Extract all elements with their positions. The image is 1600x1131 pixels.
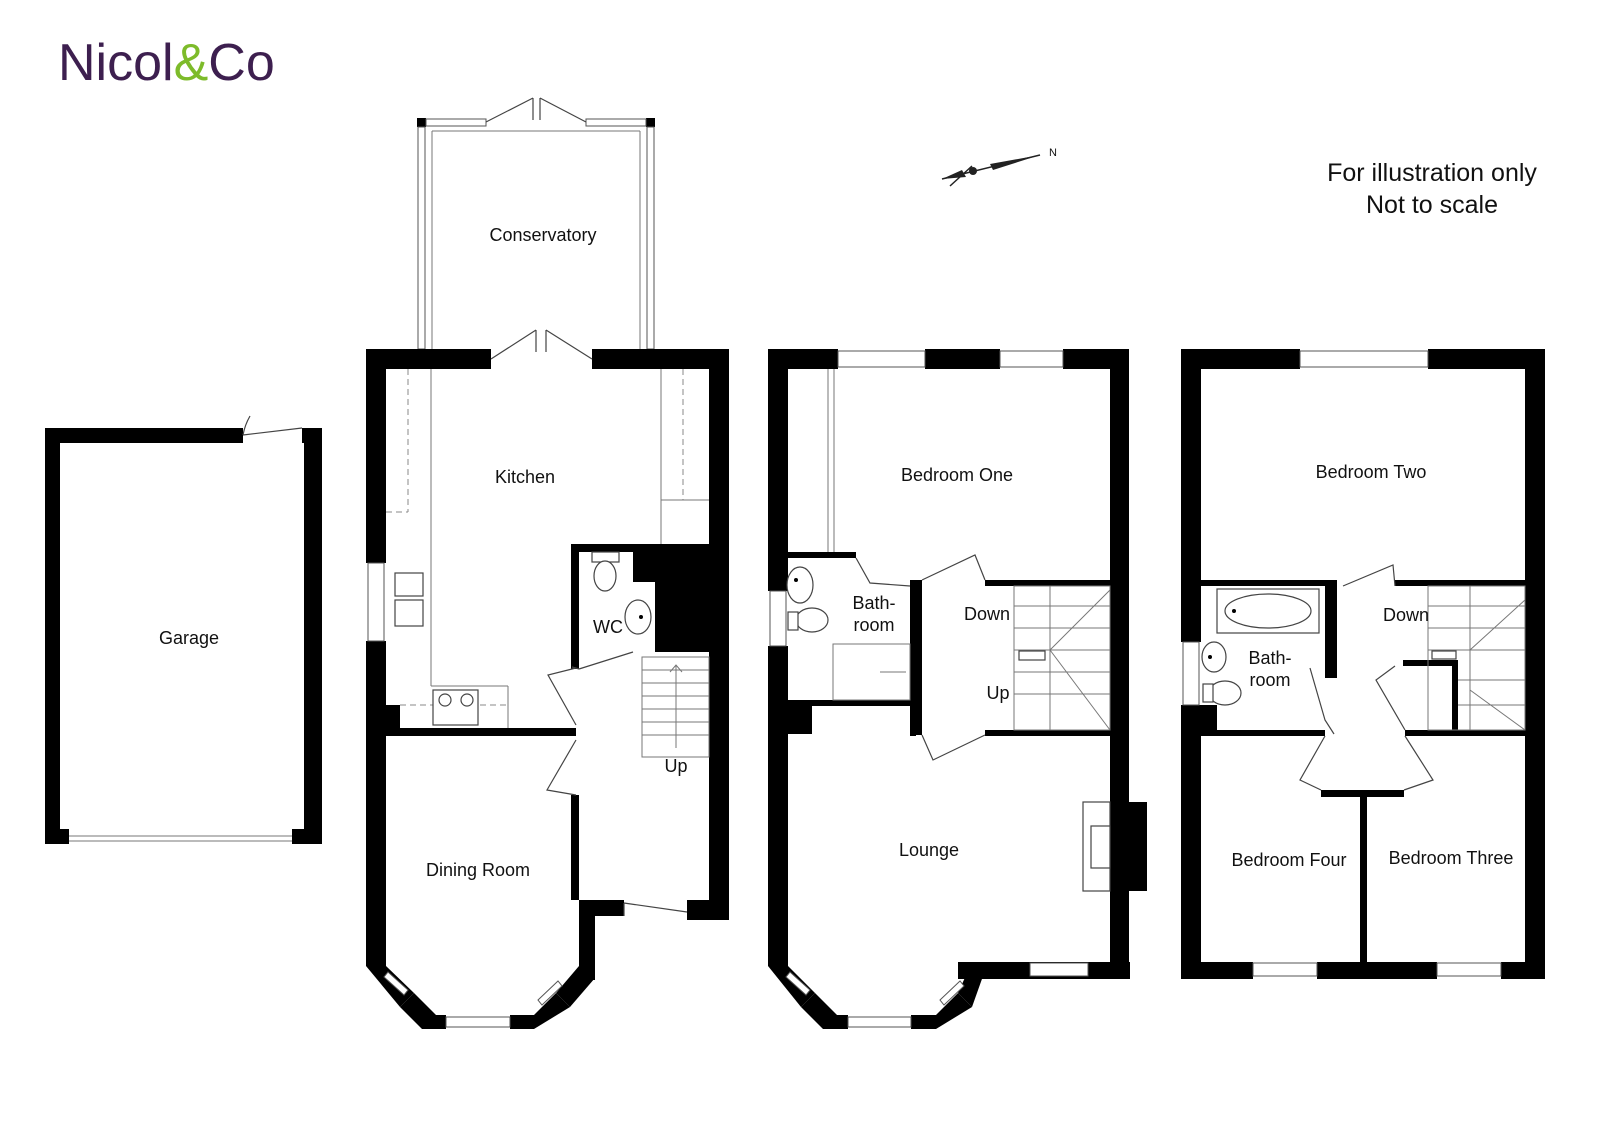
bedroom-four-window	[1252, 962, 1318, 977]
dining-bay-window	[445, 1016, 511, 1028]
second-bath-label-line1: Bath-	[1248, 648, 1291, 668]
room-label-bedroom-four: Bedroom Four	[1231, 850, 1346, 870]
brand-name-part1: Nicol	[58, 34, 174, 92]
room-label-lounge: Lounge	[899, 840, 959, 860]
kitchen-hall-door	[547, 667, 577, 726]
first-floor-walls	[768, 349, 1147, 1029]
first-bath-window	[769, 590, 787, 647]
room-label-bedroom-one: Bedroom One	[901, 465, 1013, 485]
second-floor-walls	[1181, 349, 1545, 979]
ground-floor-walls	[366, 349, 729, 1029]
lounge-side-window	[1029, 962, 1089, 977]
second-bath-window	[1182, 641, 1200, 706]
disclaimer-line2: Not to scale	[1366, 191, 1498, 219]
kitchen-units	[386, 369, 709, 728]
first-bath-fittings	[786, 557, 911, 701]
second-bath-door	[1309, 667, 1335, 735]
room-label-bedroom-two: Bedroom Two	[1316, 462, 1427, 482]
brand-name-part2: Co	[208, 34, 274, 92]
bedroom-one-window-left	[837, 350, 926, 368]
cupboard-door	[1375, 665, 1406, 731]
bedroom-one-window-right	[999, 350, 1064, 368]
bedroom-three-window	[1436, 962, 1502, 977]
kitchen-side-window	[367, 562, 385, 642]
room-label-garage: Garage	[159, 628, 219, 648]
second-bath-label-line2: room	[1249, 670, 1290, 690]
bedroom-two-door	[1342, 564, 1396, 587]
bedroom-one-door	[921, 554, 986, 581]
disclaimer-line1: For illustration only	[1327, 159, 1537, 187]
north-arrow-label: N	[1049, 147, 1057, 159]
stair-label-first-up: Up	[986, 683, 1009, 703]
room-label-dining-room: Dining Room	[426, 860, 530, 880]
room-label-bedroom-three: Bedroom Three	[1389, 848, 1514, 868]
first-staircase	[1013, 585, 1111, 731]
north-arrow-icon	[941, 154, 1041, 187]
wc-fittings	[571, 551, 652, 670]
ground-staircase	[641, 656, 710, 758]
second-bath-fittings	[1201, 588, 1320, 706]
room-label-wc: WC	[593, 617, 623, 637]
garage-walls	[45, 428, 322, 844]
dining-hall-door	[546, 739, 577, 796]
stair-label-ground-up: Up	[664, 756, 687, 776]
stair-label-second-down: Down	[1383, 605, 1429, 625]
brand-ampersand: &	[174, 34, 209, 92]
front-door	[623, 902, 688, 916]
room-label-kitchen: Kitchen	[495, 467, 555, 487]
bedroom-two-window	[1299, 350, 1429, 368]
second-staircase	[1427, 585, 1526, 731]
lounge-door	[921, 734, 986, 761]
room-label-conservatory: Conservatory	[489, 225, 596, 245]
first-bath-label-line1: Bath-	[852, 593, 895, 613]
stair-label-first-down: Down	[964, 604, 1010, 624]
lounge-bay-window	[847, 1016, 912, 1028]
kitchen-french-doors	[490, 329, 593, 360]
brand-logo: Nicol&Co	[58, 34, 275, 92]
first-bath-label-line2: room	[853, 615, 894, 635]
bedroom-four-door	[1299, 735, 1326, 791]
bedroom-three-door	[1403, 735, 1434, 791]
garage-side-door	[242, 415, 303, 436]
conservatory	[417, 97, 655, 350]
